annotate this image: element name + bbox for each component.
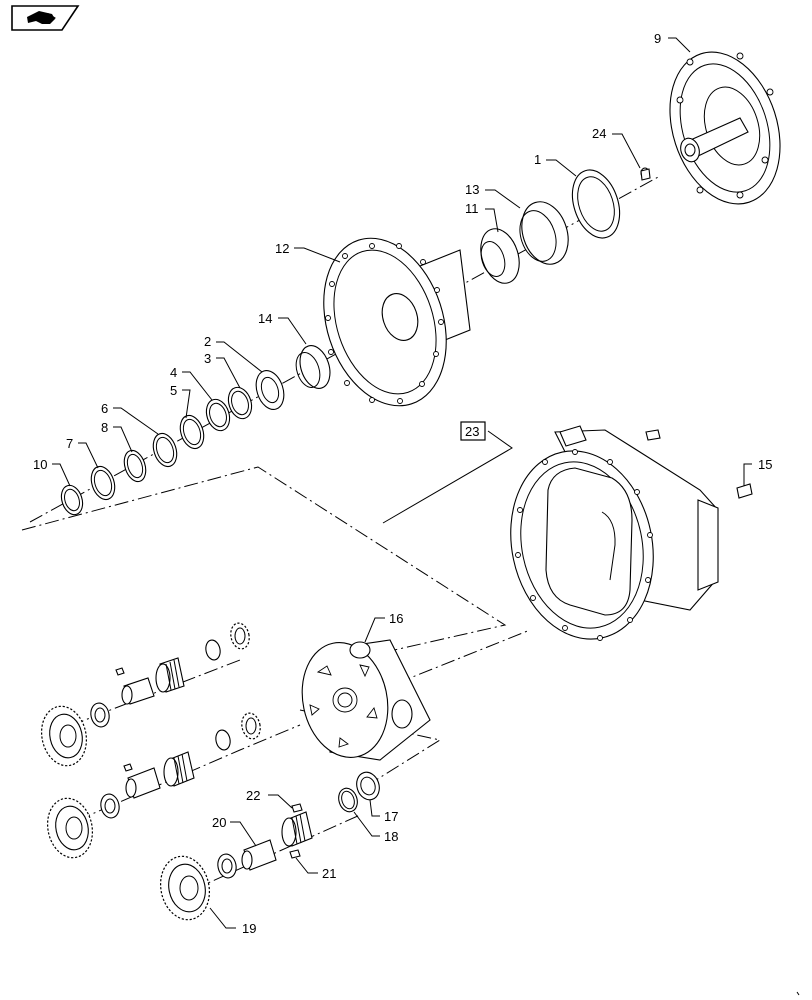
part-8-snap-ring — [123, 449, 147, 483]
planet-pin-middle — [123, 763, 161, 799]
planet-thrust-washer-upper — [230, 622, 250, 650]
planet-snap-ring-middle — [215, 729, 231, 751]
callout-16: 16 — [389, 611, 403, 626]
part-11-bearing-cone — [480, 228, 520, 284]
part-21-roll-pin — [289, 849, 301, 859]
part-20-planet-pin — [241, 839, 277, 871]
planet-roller-bearing-upper — [155, 657, 185, 693]
planet-washer-upper — [90, 702, 110, 728]
part-18-snap-ring — [338, 787, 358, 813]
callout-8: 8 — [101, 420, 108, 435]
callout-15: 15 — [758, 457, 772, 472]
part-14-bushing — [295, 345, 331, 389]
corner-mark — [796, 991, 800, 996]
part-2-bearing — [255, 370, 285, 410]
callout-24: 24 — [592, 126, 606, 141]
planet-gear-middle — [46, 797, 94, 859]
callout-4: 4 — [170, 365, 177, 380]
planet-thrust-washer-middle — [241, 712, 261, 740]
assembly-outline — [21, 466, 507, 661]
part-17-washer — [356, 771, 380, 801]
part-6-ring — [152, 432, 178, 468]
planet-washer-middle — [100, 793, 120, 819]
part-4-ring — [205, 398, 231, 432]
next-page-button[interactable] — [11, 5, 80, 31]
planet-pin-upper — [115, 667, 155, 705]
callout-10: 10 — [33, 457, 47, 472]
callout-3: 3 — [204, 351, 211, 366]
part-22-roller-bearing — [281, 803, 313, 847]
part-7-ring — [90, 465, 116, 501]
planet-snap-ring-upper — [205, 639, 221, 661]
callout-20: 20 — [212, 815, 226, 830]
planet-washer-lower — [217, 853, 237, 879]
part-23-housing — [510, 425, 719, 641]
planet-roller-bearing-middle — [163, 751, 195, 787]
callout-2: 2 — [204, 334, 211, 349]
callout-1: 1 — [534, 152, 541, 167]
part-16-planet-carrier — [301, 639, 431, 761]
part-5-ring — [179, 414, 205, 450]
part-9-wheel-hub — [669, 51, 781, 205]
part-3-ring — [227, 386, 253, 420]
callout-19: 19 — [242, 921, 256, 936]
callout-23: 23 — [465, 424, 479, 439]
callout-22: 22 — [246, 788, 260, 803]
callout-17: 17 — [384, 809, 398, 824]
callout-23-box — [460, 421, 486, 441]
part-15-pin — [736, 483, 753, 499]
callout-18: 18 — [384, 829, 398, 844]
callout-14: 14 — [258, 311, 272, 326]
callout-11: 11 — [465, 201, 479, 216]
part-12-spindle-housing — [323, 237, 471, 407]
callout-21: 21 — [322, 866, 336, 881]
planet-gear-upper — [40, 705, 88, 767]
part-24-plug — [640, 167, 651, 181]
callout-7: 7 — [66, 436, 73, 451]
leader-lines — [52, 37, 752, 929]
callout-6: 6 — [101, 401, 108, 416]
part-10-snap-ring — [60, 484, 84, 516]
callout-13: 13 — [465, 182, 479, 197]
next-page-arrow-icon — [27, 11, 56, 24]
callout-9: 9 — [654, 31, 661, 46]
callout-12: 12 — [275, 241, 289, 256]
part-13-bearing-cup — [519, 201, 569, 265]
part-19-planet-gear — [159, 855, 211, 921]
callout-5: 5 — [170, 383, 177, 398]
part-1-seal — [571, 169, 621, 239]
